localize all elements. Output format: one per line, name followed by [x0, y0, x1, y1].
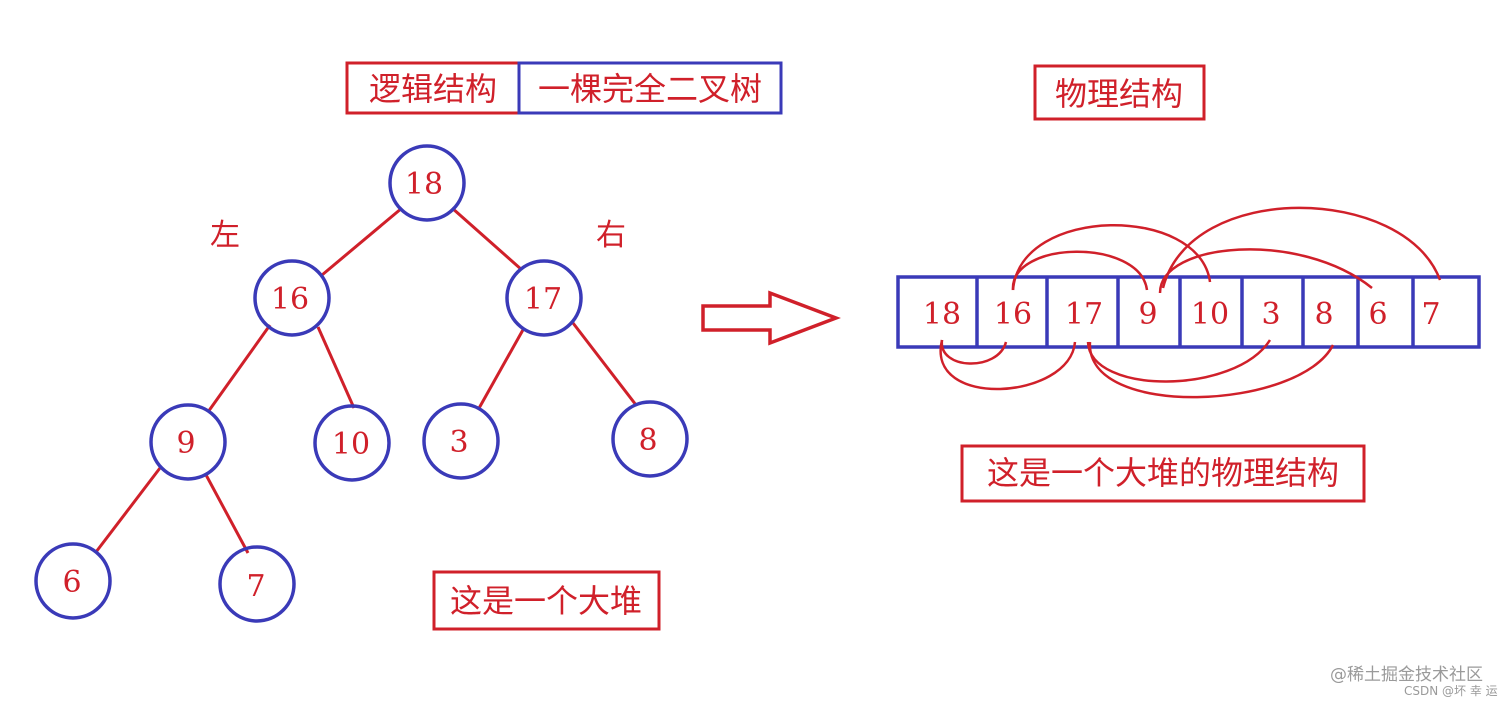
edge-18-17 — [451, 206, 523, 272]
tree-node-label: 16 — [271, 282, 309, 317]
arc-18-16 — [940, 339, 1008, 365]
array-cell-label: 10 — [1191, 297, 1229, 332]
tree-node-circle — [611, 400, 689, 478]
tree-nodes: 18 16 17 9 10 3 8 6 7 — [34, 144, 689, 623]
tree-node-label: 6 — [62, 565, 81, 600]
tree-node-circle — [149, 403, 227, 481]
array-cell-label: 6 — [1368, 297, 1387, 332]
arcs-below — [939, 339, 1335, 399]
array-cell-label: 8 — [1314, 297, 1333, 332]
tree-node-circle — [253, 259, 331, 337]
complete-binary-tree-label: 一棵完全二叉树 — [538, 70, 762, 108]
edge-16-9 — [206, 324, 272, 413]
tree-node-circle — [422, 402, 500, 480]
logical-structure-label: 逻辑结构 — [369, 70, 497, 108]
arc-16-9 — [1011, 250, 1149, 291]
tree-node-circle — [505, 259, 583, 337]
tree-node-label: 18 — [405, 167, 443, 202]
array-cell-label: 9 — [1138, 297, 1157, 332]
tree-node-circle — [388, 144, 466, 222]
array-cell-label: 7 — [1421, 297, 1440, 332]
edge-9-6 — [94, 467, 162, 553]
arc-9-6 — [1158, 248, 1373, 294]
edge-17-3 — [476, 327, 526, 411]
arcs-above — [1011, 206, 1442, 294]
tree-node-label: 10 — [332, 427, 370, 462]
arc-9-7 — [1161, 206, 1442, 289]
watermark-line-2: CSDN @坏 幸 运 — [1404, 684, 1498, 698]
watermark-line-1: @稀土掘金技术社区 — [1330, 665, 1483, 685]
left-label: 左 — [210, 218, 240, 253]
arc-17-8 — [1088, 341, 1335, 399]
right-label: 右 — [596, 218, 626, 253]
tree-edges — [94, 206, 638, 554]
edge-16-10 — [316, 326, 356, 409]
array-cell-label: 17 — [1065, 297, 1103, 332]
array-cell-label: 3 — [1261, 297, 1280, 332]
array-cell-label: 18 — [923, 297, 961, 332]
array-cells: 18 16 17 9 10 3 8 6 7 — [896, 275, 1481, 349]
arc-17-3 — [1086, 339, 1272, 383]
physical-structure-box — [1033, 64, 1206, 121]
tree-node-label: 9 — [176, 426, 195, 461]
big-heap-box — [432, 570, 661, 631]
physical-big-heap-box — [960, 444, 1366, 503]
edge-18-16 — [321, 206, 403, 277]
physical-big-heap-label: 这是一个大堆的物理结构 — [987, 454, 1339, 492]
tree-node-circle — [313, 404, 391, 482]
tree-node-circle — [218, 545, 296, 623]
physical-structure-label: 物理结构 — [1055, 75, 1183, 113]
tree-node-label: 17 — [524, 282, 562, 317]
array-border — [896, 275, 1481, 349]
tree-node-label: 8 — [638, 423, 657, 458]
array-cell-label: 16 — [994, 297, 1032, 332]
edge-9-7 — [203, 472, 250, 554]
tree-node-label: 7 — [246, 569, 265, 604]
tree-node-label: 3 — [449, 425, 468, 460]
big-heap-label: 这是一个大堆 — [450, 582, 642, 620]
arc-18-17 — [939, 339, 1077, 391]
arrow-icon — [701, 290, 841, 346]
complete-binary-tree-box — [517, 61, 783, 115]
tree-node-circle — [34, 542, 112, 620]
edge-17-8 — [571, 322, 638, 406]
